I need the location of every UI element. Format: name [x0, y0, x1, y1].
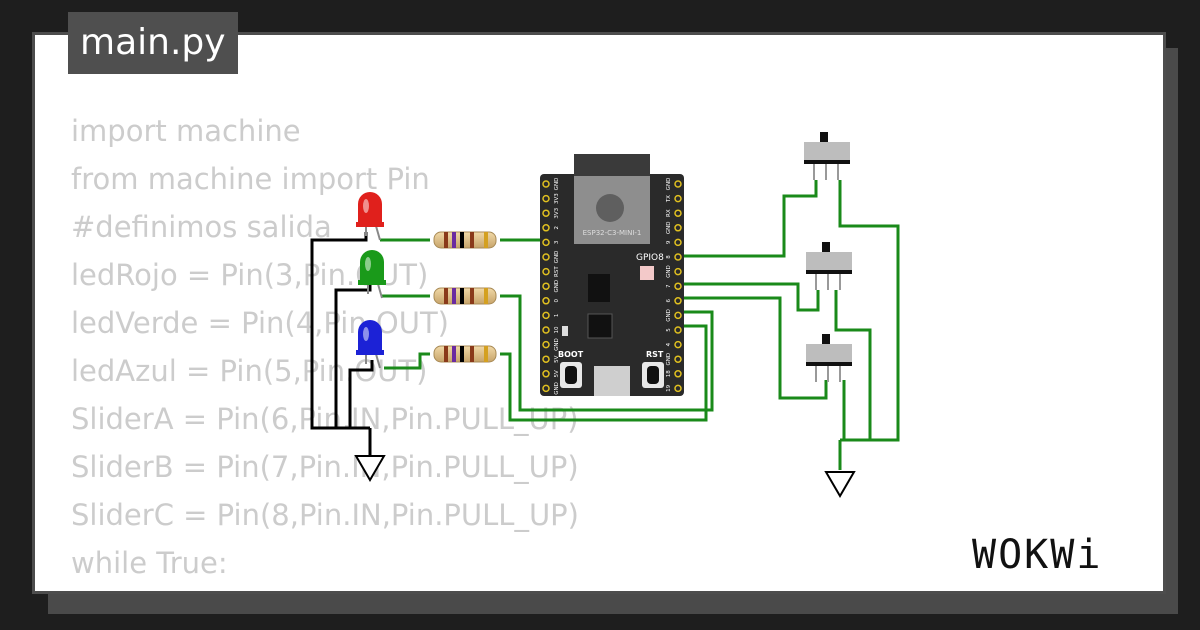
pin-header[interactable]	[542, 180, 550, 188]
file-tab[interactable]: main.py	[68, 12, 238, 74]
pin-header[interactable]	[674, 282, 682, 290]
pin-header[interactable]	[674, 224, 682, 232]
boot-label: BOOT	[558, 350, 584, 359]
code-line: ledAzul = Pin(5,Pin.OUT)	[71, 354, 428, 388]
led-ground-wires	[310, 232, 374, 456]
pin-header[interactable]	[542, 209, 550, 217]
pin-header[interactable]	[542, 384, 550, 393]
pin-label: 9	[666, 240, 672, 244]
code-line: SliderB = Pin(7,Pin.IN,Pin.PULL_UP)	[71, 450, 579, 484]
switch-ground-symbol	[824, 471, 856, 498]
code-preview: import machine from machine import Pin #de…	[71, 107, 579, 591]
code-line: import machine	[71, 114, 301, 148]
pin-label: 0	[554, 299, 560, 303]
pin-label: 3	[554, 240, 560, 244]
pin-label: 4	[666, 342, 672, 346]
blue-led[interactable]	[356, 320, 384, 369]
pin-header[interactable]	[542, 224, 550, 232]
pin-label: TX	[666, 195, 672, 203]
pin-header[interactable]	[674, 326, 682, 334]
pin-header[interactable]	[674, 194, 682, 203]
pin-header[interactable]	[542, 282, 550, 290]
led-ground-symbol	[354, 455, 386, 482]
pin-label: GND	[554, 382, 560, 395]
signal-wires	[380, 180, 900, 470]
power-led	[562, 326, 568, 336]
pin-label: 5V	[554, 355, 560, 362]
pin-label: 1	[554, 314, 560, 318]
usb-port	[594, 366, 630, 396]
pin-label: RX	[666, 209, 672, 217]
antenna	[574, 154, 650, 178]
pin-header[interactable]	[674, 311, 682, 320]
resistor	[433, 345, 497, 363]
usb-chip	[587, 313, 613, 339]
pin-label: 10	[554, 326, 560, 333]
pin-label: GND	[554, 338, 560, 351]
pin-header[interactable]	[542, 326, 550, 334]
wokwi-logo-text: WOKWi	[972, 532, 1102, 578]
pin-header[interactable]	[674, 297, 682, 305]
slide-switch-a[interactable]	[804, 132, 850, 180]
pin-label: GND	[666, 309, 672, 322]
pin-label: RST	[554, 266, 560, 277]
pin-header[interactable]	[674, 340, 682, 349]
pin-header[interactable]	[542, 297, 550, 305]
pin-label: 3V3	[554, 207, 560, 218]
resistor	[433, 231, 497, 249]
rst-label: RST	[646, 350, 664, 359]
pin-header[interactable]	[674, 384, 682, 393]
pin-label: GND	[666, 353, 672, 366]
pin-header[interactable]	[674, 253, 682, 261]
pin-label: GND	[666, 265, 672, 278]
pin-header[interactable]	[674, 238, 682, 247]
pin-header[interactable]	[542, 311, 550, 320]
pin-header[interactable]	[674, 355, 682, 363]
pin-header[interactable]	[542, 267, 550, 276]
green-led[interactable]	[358, 250, 386, 299]
wokwi-logo: WOKWi	[972, 532, 1102, 578]
pin-label: 5	[666, 328, 672, 332]
pin-label: 8	[666, 255, 672, 259]
pin-header[interactable]	[674, 180, 682, 188]
pin-label: 7	[666, 284, 672, 288]
pin-label: 2	[554, 226, 560, 230]
pin-label: GND	[554, 280, 560, 293]
pin-header[interactable]	[542, 253, 550, 261]
esp32-board: ESP32-C3-MINI-1 GPIO8 BOOT RST GND 3V3 3V3…	[540, 154, 684, 396]
rgb-led	[640, 266, 654, 280]
pin-header[interactable]	[674, 209, 682, 217]
code-line: SliderC = Pin(8,Pin.IN,Pin.PULL_UP)	[71, 498, 579, 532]
pin-header[interactable]	[542, 194, 550, 203]
pin-header[interactable]	[542, 370, 550, 378]
resistor	[433, 287, 497, 305]
gpio-label: GPIO8	[636, 253, 664, 263]
pin-header[interactable]	[542, 340, 550, 349]
pin-label: 6	[666, 299, 672, 303]
pin-header[interactable]	[542, 355, 550, 363]
pin-label: GND	[666, 221, 672, 234]
red-led[interactable]	[356, 192, 384, 241]
pin-label: 5V	[554, 370, 560, 377]
pin-label: 18	[666, 370, 672, 377]
code-line: ledRojo = Pin(3,Pin.OUT)	[71, 258, 429, 292]
pin-label: GND	[554, 251, 560, 264]
code-line: from machine import Pin	[71, 162, 430, 196]
slide-switch-b[interactable]	[806, 242, 852, 290]
code-line: while True:	[71, 546, 228, 580]
slide-switch-c[interactable]	[806, 334, 852, 382]
code-line: ledVerde = Pin(4,Pin.OUT)	[71, 306, 449, 340]
pin-label: 3V3	[554, 193, 560, 204]
module-label: ESP32-C3-MINI-1	[583, 229, 642, 237]
pin-label: GND	[554, 178, 560, 191]
pin-header[interactable]	[542, 238, 550, 247]
code-line: #definimos salida	[71, 210, 332, 244]
pin-label: 19	[666, 384, 672, 391]
pin-header[interactable]	[674, 267, 682, 276]
regulator-chip	[588, 274, 610, 302]
espressif-logo-icon	[596, 194, 624, 222]
pin-header[interactable]	[674, 370, 682, 378]
pin-label: GND	[666, 178, 672, 191]
